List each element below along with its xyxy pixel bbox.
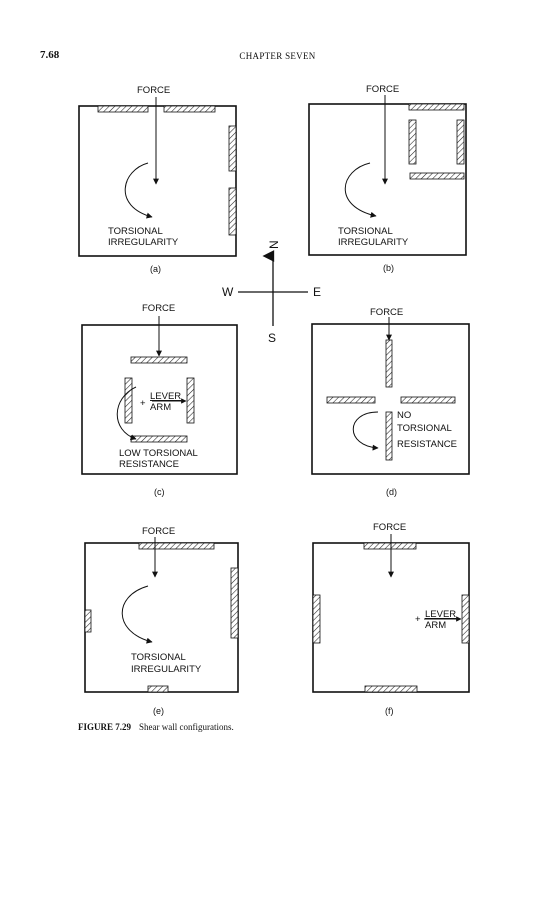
panel-b: FORCE TORSIONAL IRREGULARITY (b) (308, 84, 467, 273)
compass-west-label: W (222, 285, 234, 299)
panel-a-outline (78, 105, 237, 257)
panel-d-outline (311, 323, 470, 475)
panel-c-force-label: FORCE (142, 303, 175, 314)
panel-a-wall-top-right (163, 105, 216, 113)
panel-e-irregularity-label: IRREGULARITY (131, 664, 202, 675)
panel-f-letter: (f) (385, 706, 394, 716)
panel-b-torsional-label: TORSIONAL (338, 226, 393, 237)
panel-f: FORCE + LEVER ARM (f) (312, 522, 470, 716)
panel-e-torsional-label: TORSIONAL (131, 652, 186, 663)
panel-e: FORCE TORSIONAL IRREGULARITY (e) (84, 526, 239, 716)
panel-c-low-torsional-label: LOW TORSIONAL (119, 448, 198, 459)
page-number: 7.68 (40, 49, 60, 61)
compass-south-label: S (268, 331, 276, 345)
panel-d-wall-right-horizontal (400, 396, 456, 404)
figure-caption-text: Shear wall configurations. (139, 722, 234, 732)
panel-a-letter: (a) (150, 264, 161, 274)
panel-e-wall-bottom (147, 685, 169, 693)
compass-north-label: N (267, 240, 281, 249)
panel-c-center-mark: + (140, 398, 146, 409)
panel-a-irregularity-label: IRREGULARITY (108, 237, 179, 248)
panel-c-letter: (c) (154, 487, 165, 497)
panel-b-torsion-arrow (344, 162, 377, 218)
panel-a: FORCE TORSIONAL IRREGULARITY (a) (78, 85, 237, 274)
panel-d: FORCE NO TORSIONAL RESISTANCE (d) (311, 307, 470, 497)
panel-a-force-label: FORCE (137, 85, 170, 96)
panel-f-wall-right (461, 594, 470, 644)
panel-c-torsion-arrow (116, 386, 137, 441)
panel-a-wall-top-left (97, 105, 149, 113)
panel-e-wall-left (84, 609, 92, 633)
panel-f-wall-top (363, 542, 417, 550)
panel-c-wall-top (130, 356, 188, 364)
panel-b-force-label: FORCE (366, 84, 399, 95)
panel-a-torsional-label: TORSIONAL (108, 226, 163, 237)
compass-east-label: E (313, 285, 321, 299)
panel-a-wall-right-upper (228, 125, 237, 172)
panel-b-outline (308, 103, 467, 256)
panel-e-force-label: FORCE (142, 526, 175, 537)
panel-c-resistance-label: RESISTANCE (119, 459, 179, 470)
panel-d-wall-left-horizontal (326, 396, 376, 404)
panel-e-torsion-arrow (121, 585, 153, 644)
panel-c: FORCE + LEVER ARM LOW TORSIONAL RESISTAN… (81, 303, 238, 497)
panel-b-wall-right (456, 119, 465, 165)
panel-f-wall-bottom (364, 685, 418, 693)
running-header: CHAPTER SEVEN (239, 51, 316, 61)
panel-b-wall-top (408, 103, 465, 111)
panel-d-torsion-arrow (352, 411, 379, 451)
panel-c-arm-label: ARM (150, 402, 171, 413)
panel-f-wall-left (312, 594, 321, 644)
panel-f-center-mark: + (415, 614, 421, 625)
panel-b-letter: (b) (383, 263, 394, 273)
panel-b-wall-bottom-inner (409, 172, 465, 180)
panel-c-wall-right (186, 377, 195, 424)
panel-f-force-label: FORCE (373, 522, 406, 533)
panel-d-letter: (d) (386, 487, 397, 497)
panel-f-arm-label: ARM (425, 620, 446, 631)
panel-b-wall-left-inner (408, 119, 417, 165)
panel-d-resistance-label: RESISTANCE (397, 439, 457, 450)
panel-e-letter: (e) (153, 706, 164, 716)
panel-a-wall-right-lower (228, 187, 237, 236)
figure-caption-label: FIGURE 7.29 (78, 722, 132, 732)
panel-e-wall-top (138, 542, 215, 550)
panel-c-wall-left (124, 377, 133, 424)
panel-d-wall-bottom-vertical (385, 411, 393, 461)
figure-caption: FIGURE 7.29 Shear wall configurations. (78, 722, 234, 732)
panel-c-wall-bottom (130, 435, 188, 443)
panel-d-force-label: FORCE (370, 307, 403, 318)
panel-a-torsion-arrow (124, 162, 153, 219)
panel-d-wall-top-vertical (385, 339, 393, 388)
panel-b-irregularity-label: IRREGULARITY (338, 237, 409, 248)
panel-c-lever-label: LEVER (150, 391, 181, 402)
panel-d-no-label: NO (397, 410, 411, 421)
panel-f-lever-label: LEVER (425, 609, 456, 620)
panel-e-wall-right (230, 567, 239, 639)
panel-d-torsional-label: TORSIONAL (397, 423, 452, 434)
compass: N S E W (222, 240, 321, 345)
